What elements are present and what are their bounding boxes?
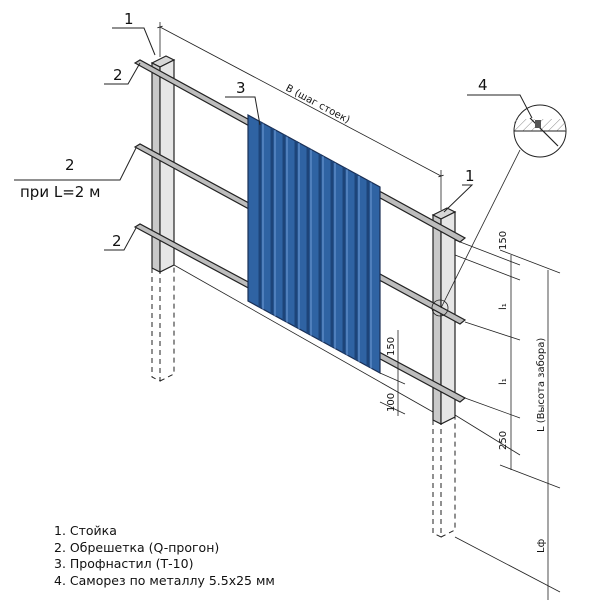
- dim-top-150: 150: [498, 231, 509, 250]
- callout-rail-middle: 2: [65, 156, 75, 174]
- callout-rail-bottom: 2: [112, 232, 122, 250]
- callout-rail-note: при L=2 м: [20, 183, 100, 201]
- legend-item: 2. Обрешетка (Q-прогон): [54, 539, 220, 555]
- callout-screw: 4: [478, 76, 488, 94]
- legend-item: 1. Стойка: [54, 523, 117, 538]
- callout-post-right: 1: [465, 167, 475, 185]
- post-left: [150, 55, 176, 382]
- dim-bottom-250: 250: [498, 431, 509, 450]
- dim-sheet-100: 100: [386, 393, 397, 412]
- callout-post: 1: [124, 10, 134, 28]
- post-right: [431, 207, 457, 538]
- screw-detail: [431, 104, 567, 317]
- callout-rail-top: 2: [113, 66, 123, 84]
- legend-item: 4. Саморез по металлу 5.5х25 мм: [54, 572, 275, 588]
- dimension-chain-right: [454, 239, 561, 600]
- dim-fence-height: L (Высота забора): [536, 338, 547, 432]
- dim-l1-upper: l₁: [498, 303, 509, 310]
- callout-sheet: 3: [236, 79, 246, 97]
- sheet-bottom-dimensions: [379, 330, 406, 416]
- dim-l1-lower: l₁: [498, 378, 509, 385]
- span-label: B (шаг стоек): [284, 83, 352, 126]
- dimension-texts: 150 l₁ l₁ 250 L (Высота забора) Lф: [498, 231, 547, 553]
- ground-line: [173, 264, 434, 413]
- dim-sheet-150: 150: [386, 337, 397, 356]
- legend-item: 3. Профнастил (Т-10): [54, 556, 194, 571]
- leader-lines: [14, 27, 533, 251]
- dim-foundation-depth: Lф: [536, 539, 547, 553]
- profiled-sheet: [247, 113, 381, 375]
- legend: 1. Стойка 2. Обрешетка (Q-прогон) 3. Про…: [54, 523, 275, 589]
